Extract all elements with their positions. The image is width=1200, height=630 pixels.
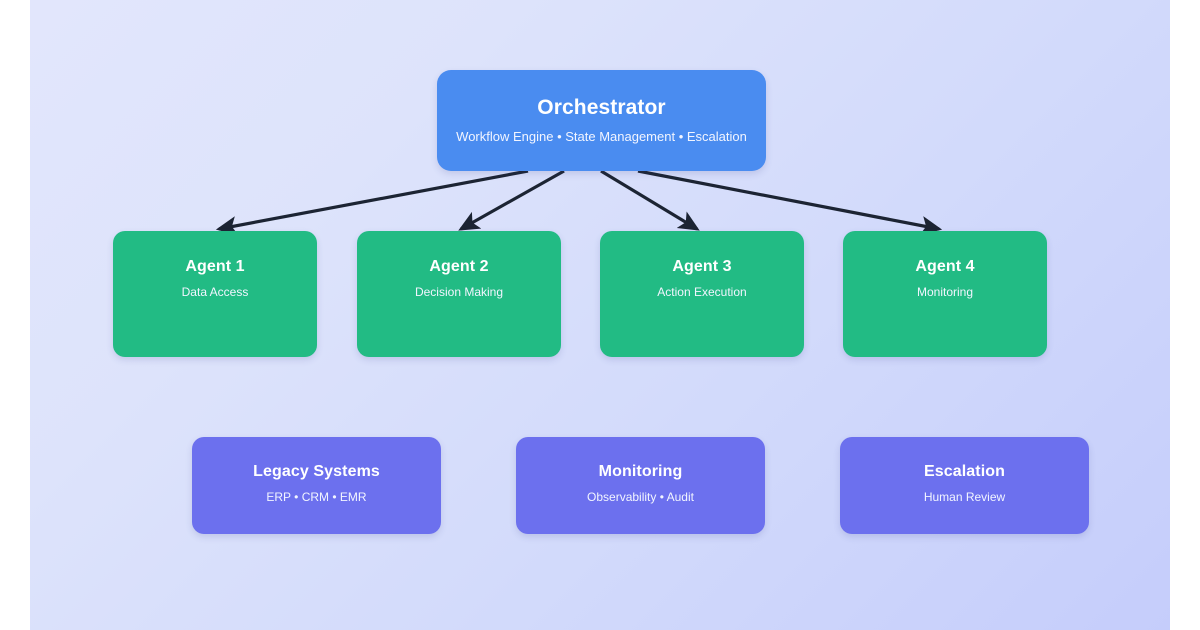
node-orchestrator[interactable]: Orchestrator Workflow Engine • State Man…: [437, 70, 766, 171]
node-agent-3[interactable]: Agent 3 Action Execution: [600, 231, 804, 357]
orchestrator-subtitle: Workflow Engine • State Management • Esc…: [456, 129, 747, 145]
legacy-systems-subtitle: ERP • CRM • EMR: [266, 490, 367, 505]
escalation-subtitle: Human Review: [923, 490, 1006, 505]
node-monitoring[interactable]: Monitoring Observability • Audit: [516, 437, 765, 534]
orchestrator-title: Orchestrator: [537, 96, 666, 120]
node-agent-2[interactable]: Agent 2 Decision Making: [357, 231, 561, 357]
agent-4-subtitle: Monitoring: [916, 285, 974, 300]
monitoring-title: Monitoring: [598, 463, 683, 480]
node-legacy-systems[interactable]: Legacy Systems ERP • CRM • EMR: [192, 437, 441, 534]
agent-4-title: Agent 4: [915, 258, 975, 275]
agent-2-title: Agent 2: [429, 258, 489, 275]
node-agent-1[interactable]: Agent 1 Data Access: [113, 231, 317, 357]
legacy-systems-title: Legacy Systems: [253, 463, 380, 480]
node-agent-4[interactable]: Agent 4 Monitoring: [843, 231, 1047, 357]
node-escalation[interactable]: Escalation Human Review: [840, 437, 1089, 534]
agent-1-subtitle: Data Access: [181, 285, 249, 300]
monitoring-subtitle: Observability • Audit: [587, 490, 694, 505]
agent-3-subtitle: Action Execution: [657, 285, 747, 300]
escalation-title: Escalation: [923, 463, 1006, 480]
agent-3-title: Agent 3: [672, 258, 732, 275]
agent-2-subtitle: Decision Making: [414, 285, 504, 300]
agent-1-title: Agent 1: [185, 258, 245, 275]
